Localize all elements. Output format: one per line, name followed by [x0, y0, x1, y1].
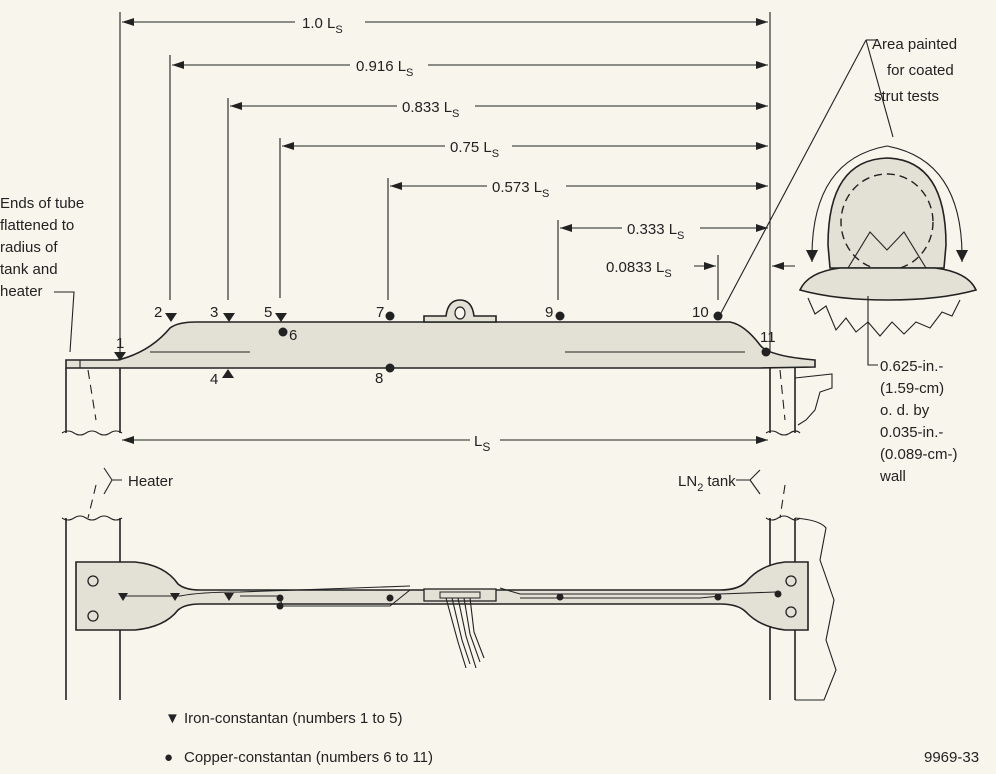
svg-text:8: 8 — [375, 370, 383, 387]
svg-text:Area painted: Area painted — [872, 36, 957, 53]
svg-text:6: 6 — [289, 327, 297, 344]
iron-marker-2 — [165, 313, 177, 322]
ends-of-tube-label: Ends of tube flattened to radius of tank… — [0, 195, 84, 353]
iron-legend-symbol: ▼ — [165, 710, 180, 727]
copper-marker-10 — [713, 311, 723, 321]
svg-text:9: 9 — [545, 304, 553, 321]
svg-text:0.0833 LS: 0.0833 LS — [606, 259, 672, 280]
svg-text:11: 11 — [760, 329, 776, 346]
svg-text:0.573 LS: 0.573 LS — [492, 179, 549, 200]
svg-text:radius of: radius of — [0, 239, 58, 256]
svg-text:(0.089-cm-): (0.089-cm-) — [880, 446, 958, 463]
heater-block-top — [61, 368, 123, 436]
copper-marker-8 — [385, 363, 395, 373]
svg-text:LS: LS — [474, 433, 490, 454]
svg-text:1: 1 — [116, 335, 124, 352]
copper-marker-6 — [278, 327, 288, 337]
svg-text:Ends of tube: Ends of tube — [0, 195, 84, 212]
svg-text:3: 3 — [210, 304, 218, 321]
svg-text:flattened to: flattened to — [0, 217, 74, 234]
tank-block-top — [765, 368, 833, 436]
strut-side-view — [65, 299, 816, 369]
iron-marker-1 — [114, 352, 126, 361]
svg-text:1.0 LS: 1.0 LS — [302, 15, 343, 36]
svg-text:2: 2 — [154, 304, 162, 321]
iron-marker-4 — [222, 369, 234, 378]
area-painted-label: Area painted for coated strut tests — [872, 36, 957, 105]
svg-text:7: 7 — [376, 304, 384, 321]
iron-marker-3 — [223, 313, 235, 322]
tube-spec-label: 0.625-in.- (1.59-cm) o. d. by 0.035-in.-… — [879, 358, 958, 485]
svg-text:5: 5 — [264, 304, 272, 321]
copper-legend-text: Copper-constantan (numbers 6 to 11) — [184, 749, 433, 766]
svg-text:Heater: Heater — [128, 473, 173, 490]
thermocouple-numbers: 1 2 3 4 5 6 7 8 9 10 11 — [116, 304, 776, 388]
iron-legend-text: Iron-constantan (numbers 1 to 5) — [184, 710, 402, 727]
heater-label: Heater — [103, 467, 173, 495]
iron-marker-5 — [275, 313, 287, 322]
svg-text:(1.59-cm): (1.59-cm) — [880, 380, 944, 397]
svg-text:o. d. by: o. d. by — [880, 402, 930, 419]
svg-text:for coated: for coated — [887, 62, 954, 79]
svg-text:0.035-in.-: 0.035-in.- — [880, 424, 943, 441]
copper-legend-symbol: ● — [164, 749, 173, 766]
dimension-lines — [119, 12, 795, 444]
copper-marker-9 — [555, 311, 565, 321]
svg-text:4: 4 — [210, 371, 218, 388]
copper-marker-7 — [385, 311, 395, 321]
legend: ▼ Iron-constantan (numbers 1 to 5) ● Cop… — [164, 710, 433, 766]
svg-text:0.333 LS: 0.333 LS — [627, 221, 684, 242]
svg-text:wall: wall — [879, 468, 906, 485]
tube-cross-section — [720, 39, 978, 366]
svg-text:tank and: tank and — [0, 261, 58, 278]
svg-text:10: 10 — [692, 304, 709, 321]
dimension-labels: 1.0 LS 0.916 LS 0.833 LS 0.75 LS 0.573 L… — [302, 15, 684, 454]
svg-text:0.625-in.-: 0.625-in.- — [880, 358, 943, 375]
figure-id: 9969-33 — [924, 749, 979, 766]
svg-text:0.833 LS: 0.833 LS — [402, 99, 459, 120]
strut-plan-view — [75, 561, 809, 669]
svg-text:heater: heater — [0, 283, 43, 300]
svg-text:strut tests: strut tests — [874, 88, 939, 105]
thermocouple-markers — [114, 311, 771, 378]
svg-text:0.916 LS: 0.916 LS — [356, 58, 413, 79]
svg-text:0.75 LS: 0.75 LS — [450, 139, 499, 160]
copper-marker-11 — [761, 347, 771, 357]
